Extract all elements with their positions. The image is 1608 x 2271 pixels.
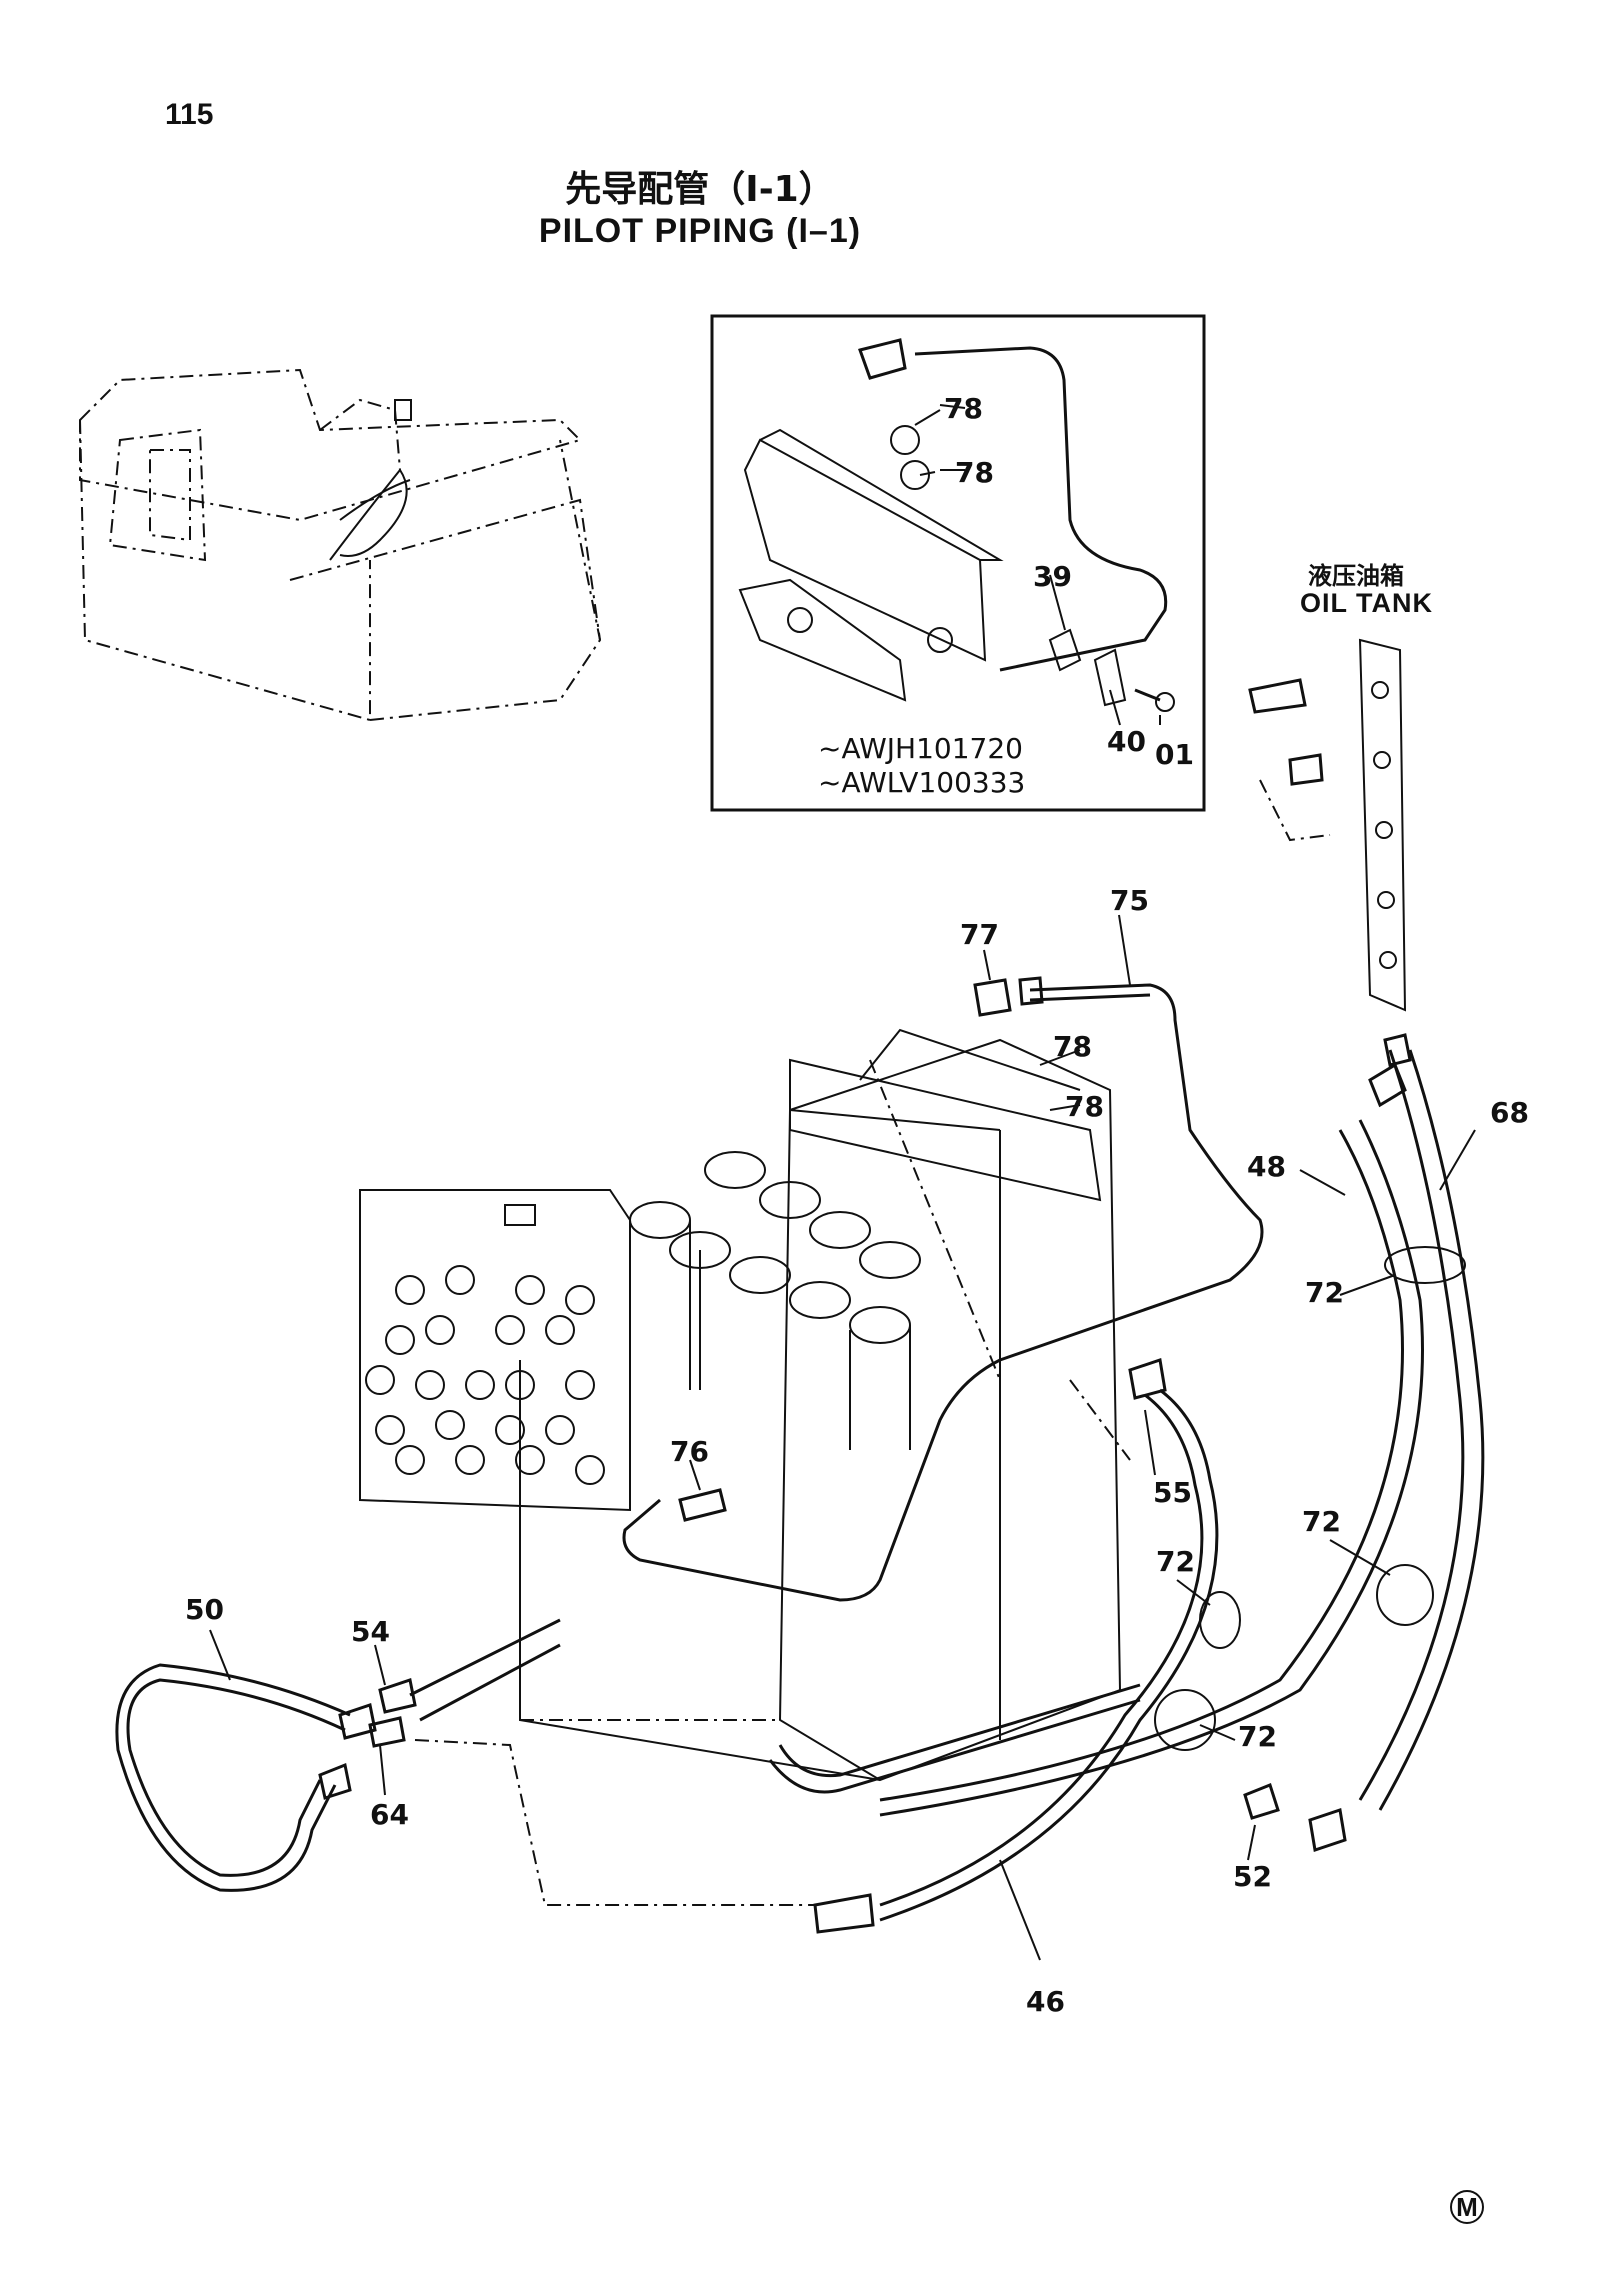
- part-label-72a: 72: [1305, 1276, 1344, 1309]
- part-label-64: 64: [370, 1798, 409, 1831]
- page-title-cn: 先导配管（I-1）: [565, 169, 835, 210]
- oil-tank-sketch: [1248, 638, 1407, 1012]
- part-label-54: 54: [351, 1615, 390, 1648]
- part-label-72b: 72: [1302, 1505, 1341, 1538]
- page-number: 115: [165, 98, 214, 131]
- part-label-78b: 78: [1065, 1090, 1104, 1123]
- tank-return-hoses: [879, 1033, 1485, 1852]
- manifold-bolt-pattern: [365, 1204, 605, 1485]
- inset-part-label-39: 39: [1033, 560, 1072, 593]
- leader-lines: [209, 409, 1476, 1961]
- part-label-76: 76: [670, 1435, 709, 1468]
- hose-50: [115, 1663, 417, 1892]
- part-label-72c: 72: [1156, 1545, 1195, 1578]
- oil-tank-label-en: OIL TANK: [1300, 588, 1433, 618]
- oil-tank-label-cn: 液压油箱: [1308, 562, 1404, 590]
- connecting-pipes: [409, 1618, 1141, 1906]
- part-label-55: 55: [1153, 1476, 1192, 1509]
- inset-part-label-01: 01: [1155, 738, 1194, 771]
- hose-clamps: [1154, 1246, 1466, 1751]
- page-title-en: PILOT PIPING (I–1): [538, 212, 862, 250]
- inset-part-label-78a: 78: [944, 392, 983, 425]
- part-label-77: 77: [960, 918, 999, 951]
- part-label-75: 75: [1110, 884, 1149, 917]
- excavator-overview-sketch: [79, 368, 602, 722]
- part-label-68: 68: [1490, 1096, 1529, 1129]
- part-label-72d: 72: [1238, 1720, 1277, 1753]
- corner-mark-circled-m: M: [1450, 2190, 1484, 2224]
- part-label-46: 46: [1026, 1985, 1065, 2018]
- spool-caps: [629, 1151, 921, 1450]
- control-valve-assembly: [359, 1028, 1131, 1782]
- inset-serial-awlv: ~AWLV100333: [818, 766, 1026, 799]
- inset-part-label-40: 40: [1107, 725, 1146, 758]
- part-label-50: 50: [185, 1593, 224, 1626]
- pilot-pipe-75: [622, 976, 1264, 1602]
- inset-detail-box: [710, 314, 1206, 812]
- hose-46: [813, 1358, 1280, 1934]
- part-label-48: 48: [1247, 1150, 1286, 1183]
- part-label-78a: 78: [1053, 1030, 1092, 1063]
- part-label-52: 52: [1233, 1860, 1272, 1893]
- inset-part-label-78b: 78: [955, 456, 994, 489]
- inset-serial-awjh: ~AWJH101720: [818, 732, 1023, 765]
